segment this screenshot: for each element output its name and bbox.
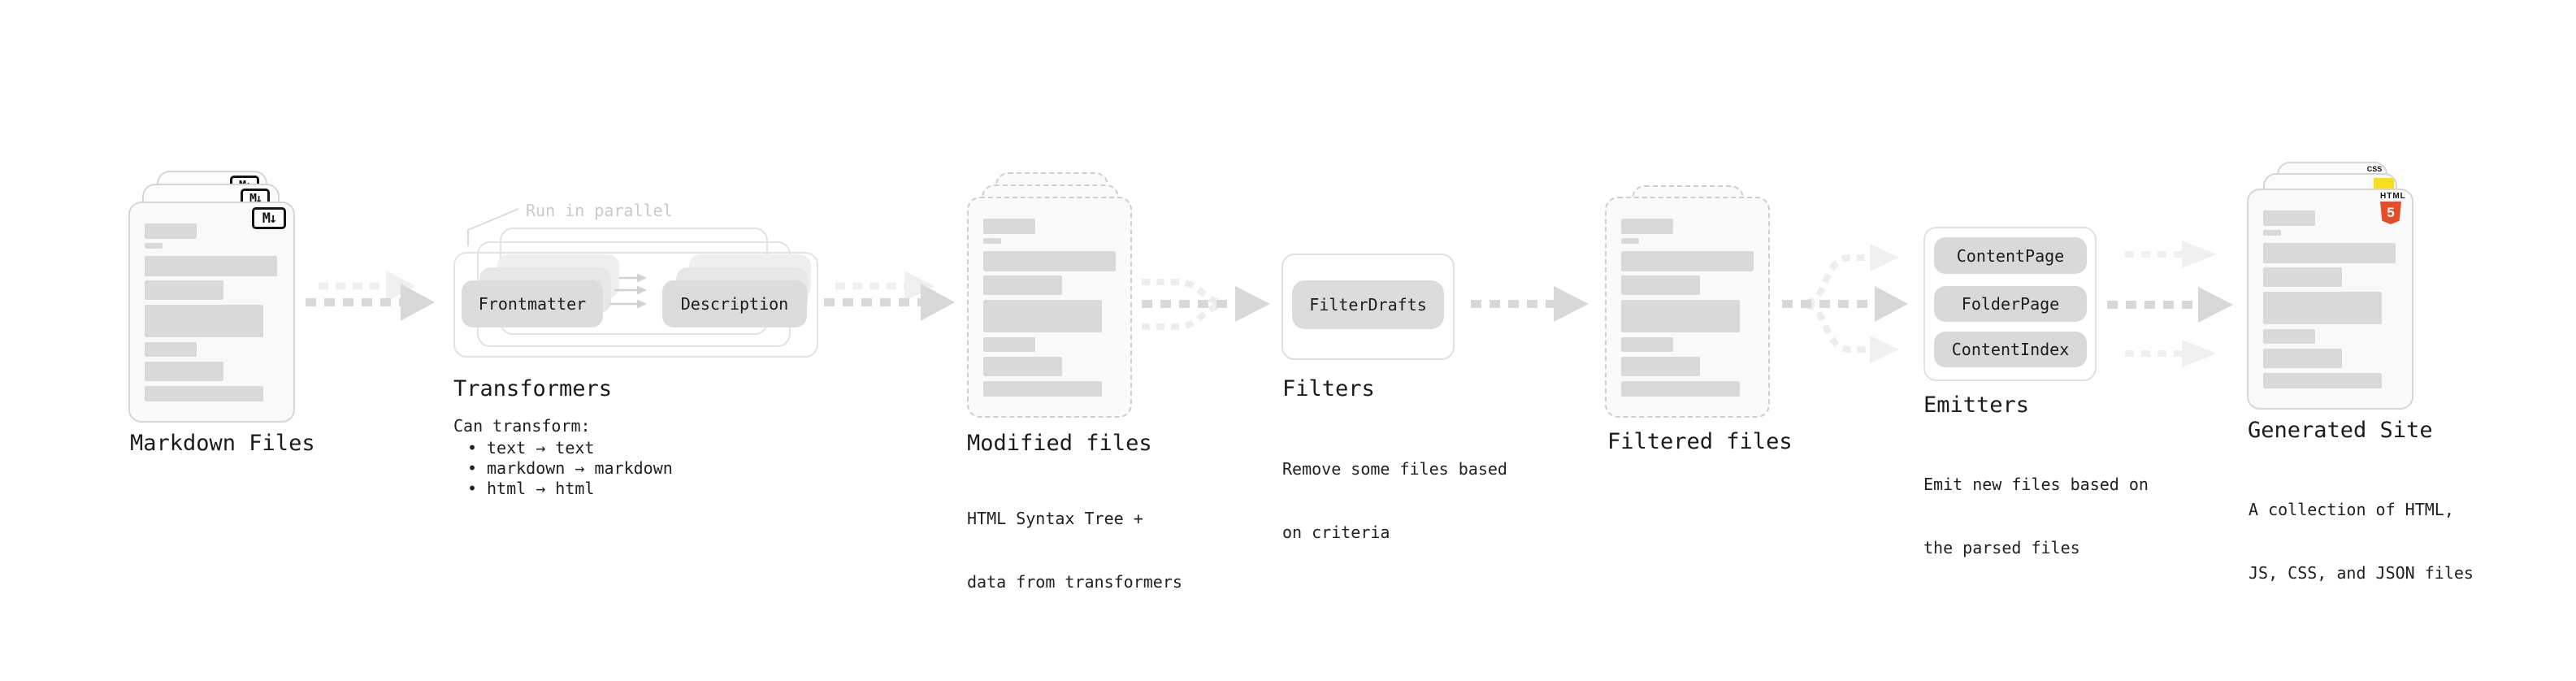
parallel-box-front <box>453 252 818 358</box>
content-bar <box>145 243 163 249</box>
transform-arrows-icon <box>609 273 647 309</box>
file-card-front <box>967 197 1132 418</box>
contentindex-pill: ContentIndex <box>1934 332 2087 367</box>
filters-desc: Remove some files based on criteria <box>1282 416 1507 585</box>
bullet-text: html → html <box>487 479 595 498</box>
desc-line: A collection of HTML, <box>2249 500 2454 519</box>
transformers-title: Transformers <box>453 376 613 401</box>
flow-arrow-icon <box>306 271 435 321</box>
content-bar <box>983 238 1001 244</box>
desc-line: on criteria <box>1282 523 1390 542</box>
content-bar <box>1621 219 1673 234</box>
folderpage-pill: FolderPage <box>1934 286 2087 322</box>
desc-line: HTML Syntax Tree + <box>967 509 1143 528</box>
content-bar <box>983 219 1035 234</box>
bullet-marker: • <box>467 479 478 498</box>
content-bar <box>2263 292 2382 324</box>
content-bar <box>2263 210 2315 226</box>
content-bar <box>1621 238 1639 244</box>
bullet-marker: • <box>467 458 478 478</box>
bullet-item: • text → text <box>453 438 673 458</box>
flow-arrow-icon <box>824 271 955 321</box>
bullet-text: text → text <box>487 438 595 458</box>
content-bar <box>983 300 1102 332</box>
triple-arrow-icon <box>2107 241 2233 367</box>
file-card-front <box>1605 197 1770 418</box>
content-bar <box>983 357 1062 376</box>
content-bar <box>145 256 277 276</box>
description-pill: Description <box>662 280 807 327</box>
transformers-bullet-list: • text → text • markdown → markdown • html … <box>453 438 673 499</box>
content-bar <box>2263 349 2342 368</box>
content-bar <box>145 280 223 300</box>
content-bar <box>145 362 223 381</box>
content-bar <box>983 337 1035 352</box>
filters-title: Filters <box>1282 376 1375 401</box>
content-bar <box>145 223 197 239</box>
emitters-desc: Emit new files based on the parsed files <box>1923 432 2149 601</box>
javascript-icon <box>2374 178 2394 189</box>
run-in-parallel-annotation: Run in parallel <box>526 201 673 220</box>
html5-icon: HTML 5 <box>2380 193 2405 224</box>
generated-site-label: Generated Site <box>2248 418 2433 443</box>
markdown-files-label: Markdown Files <box>130 431 315 456</box>
content-bar <box>2263 230 2281 236</box>
frontmatter-pill: Frontmatter <box>462 280 603 327</box>
file-card-front: M↓ <box>128 202 295 423</box>
transformers-desc-heading: Can transform: <box>453 416 591 436</box>
content-bar <box>2263 267 2342 287</box>
content-bar <box>145 305 263 337</box>
filterdrafts-pill: FilterDrafts <box>1292 280 1444 329</box>
emitters-title: Emitters <box>1923 393 2030 418</box>
bullet-text: markdown → markdown <box>487 458 673 478</box>
desc-line: data from transformers <box>967 572 1182 592</box>
diverging-arrow-icon <box>1782 244 1908 363</box>
content-bar <box>2263 243 2396 263</box>
content-bar <box>983 275 1062 295</box>
content-bar <box>1621 357 1700 376</box>
bullet-item: • html → html <box>453 479 673 499</box>
desc-line: JS, CSS, and JSON files <box>2249 563 2474 583</box>
converging-arrow-icon <box>1142 279 1270 330</box>
content-bar <box>983 251 1116 271</box>
modified-files-desc: HTML Syntax Tree + data from transformer… <box>967 466 1182 635</box>
generated-site-desc: A collection of HTML, JS, CSS, and JSON … <box>2249 457 2474 626</box>
filtered-files-label: Filtered files <box>1607 429 1793 454</box>
bullet-item: • markdown → markdown <box>453 458 673 479</box>
content-bar <box>2263 373 2382 388</box>
content-bar <box>1621 251 1754 271</box>
desc-line: the parsed files <box>1923 538 2080 557</box>
flow-arrow-icon <box>1471 286 1589 322</box>
content-bar <box>1621 337 1673 352</box>
markdown-icon: M↓ <box>252 207 286 229</box>
bullet-marker: • <box>467 438 478 458</box>
file-card-front: HTML 5 <box>2247 189 2413 410</box>
desc-line: Remove some files based <box>1282 459 1507 479</box>
content-bar <box>1621 381 1740 397</box>
content-bar <box>1621 275 1700 295</box>
contentpage-pill: ContentPage <box>1934 237 2087 274</box>
annotation-callout-line <box>467 208 519 246</box>
content-bar <box>2263 329 2315 344</box>
content-bar <box>983 381 1102 397</box>
content-bar <box>1621 300 1740 332</box>
content-bar <box>145 342 197 357</box>
desc-line: Emit new files based on <box>1923 475 2149 494</box>
content-bar <box>145 386 263 401</box>
modified-files-label: Modified files <box>967 431 1152 456</box>
